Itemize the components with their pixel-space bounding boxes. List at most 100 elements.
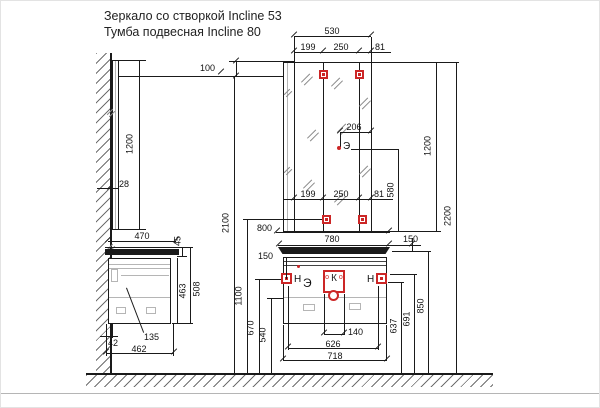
mounting-point-bottom-right [358, 215, 367, 224]
ext-line [106, 324, 107, 356]
dim-line-670 [259, 279, 260, 374]
dim-250-top: 250 [333, 42, 349, 52]
drawing-title-line2: Тумба подвесная Incline 80 [104, 25, 261, 39]
dim-1100: 1100 [233, 286, 244, 306]
dim-199-top: 199 [300, 42, 316, 52]
connection-symbol: К [331, 273, 337, 284]
dim-100: 100 [200, 63, 216, 73]
dim-470: 470 [134, 231, 150, 241]
dim-line-718 [283, 360, 387, 361]
ext-line [392, 251, 431, 252]
dim-150-left: 150 [258, 251, 274, 261]
dim-line-2100 [234, 76, 235, 374]
dim-line-2200 [456, 62, 457, 374]
dim-line-462 [106, 353, 174, 354]
dim-line-637 [401, 282, 402, 374]
ext-line [119, 60, 146, 61]
ext-line [283, 325, 284, 361]
handle-profile-line [284, 261, 386, 262]
ext-line [112, 324, 113, 338]
mirror-divider [323, 63, 324, 231]
wall-hatching [96, 53, 111, 374]
bracket-ref-line [118, 76, 323, 77]
drawing-title-line1: Зеркало со створкой Incline 53 [104, 9, 282, 23]
dim-line-626 [288, 348, 378, 349]
floor-line [86, 373, 493, 375]
dim-line-1200-side [139, 60, 140, 230]
dim-1200-side: 1200 [124, 133, 135, 155]
slide-detail [303, 304, 315, 311]
dim-691: 691 [401, 311, 412, 327]
dim-2100: 2100 [220, 212, 231, 234]
ext-line [172, 323, 193, 324]
dim-81-bottom: 81 [373, 189, 385, 199]
mounting-point-bottom-left [322, 215, 331, 224]
ext-line [386, 325, 387, 361]
dim-150-right: 150 [403, 234, 419, 244]
dim-637: 637 [388, 318, 399, 334]
dim-line-206 [340, 132, 371, 133]
mirror-door-glass-line [287, 63, 288, 231]
handle-profile-line [284, 265, 386, 266]
dim-line-sections-bottom [283, 199, 393, 200]
dim-718: 718 [327, 351, 343, 361]
dim-line-780-150 [278, 245, 421, 246]
socket-point [337, 146, 341, 150]
port-mark-right: о [338, 274, 343, 281]
dim-line-1100 [247, 219, 248, 374]
dim-line-100 [236, 61, 237, 77]
dim-line-150-left [286, 258, 287, 279]
mounting-point-top-right [355, 70, 364, 79]
counter-top-ref-line [105, 247, 193, 248]
dim-28: 28 [119, 179, 130, 189]
dim-462: 462 [131, 344, 147, 354]
hook-symbol-left: Н [294, 274, 302, 285]
vanity-side-detail [109, 297, 170, 298]
ext-line [177, 256, 187, 257]
dim-line-1200 [436, 62, 437, 231]
dim-line-463 [177, 258, 178, 324]
dim-line-530 [294, 36, 371, 37]
ext-line [378, 286, 379, 350]
ext-line [388, 282, 404, 283]
electric-symbol-vanity: Э [303, 276, 312, 290]
ext-line [288, 286, 289, 350]
dim-line-sections-top [294, 52, 391, 53]
dim-tick [383, 355, 391, 362]
slide-detail [116, 307, 126, 314]
dim-line-45 [182, 248, 183, 257]
ext-line [390, 274, 417, 275]
dim-line-508 [190, 247, 191, 324]
hook-symbol-right: Н [367, 274, 375, 285]
countertop-front [278, 247, 390, 254]
mounting-point-top-left [319, 70, 328, 79]
ext-line [372, 231, 441, 232]
vanity-side-detail [121, 275, 169, 276]
leader-tick [217, 68, 225, 75]
dim-line-140 [324, 334, 344, 335]
ext-line [372, 62, 459, 63]
side-bracket-detail [111, 269, 118, 282]
dim-540: 540 [257, 327, 268, 343]
slide-detail [349, 303, 361, 310]
dim-508: 508 [191, 281, 202, 297]
ext-line [412, 238, 413, 252]
dim-463: 463 [177, 283, 188, 299]
electric-symbol-mirror: Э [343, 141, 351, 152]
dim-line-580 [398, 149, 399, 231]
slide-detail [146, 307, 156, 314]
ext-line [243, 219, 322, 220]
floor-hatching [86, 375, 493, 387]
ext-line [173, 324, 174, 356]
dim-45: 45 [172, 235, 183, 247]
dim-line-470 [108, 241, 176, 242]
vanity-side-detail [109, 268, 170, 269]
frame-bottom-line [1, 393, 599, 394]
mirror-divider [359, 63, 360, 231]
fixing-point [297, 265, 300, 268]
vanity-side-detail [109, 264, 170, 265]
ext-line [344, 294, 345, 335]
port-mark-left: о [325, 274, 330, 281]
dim-line-42 [100, 336, 118, 337]
